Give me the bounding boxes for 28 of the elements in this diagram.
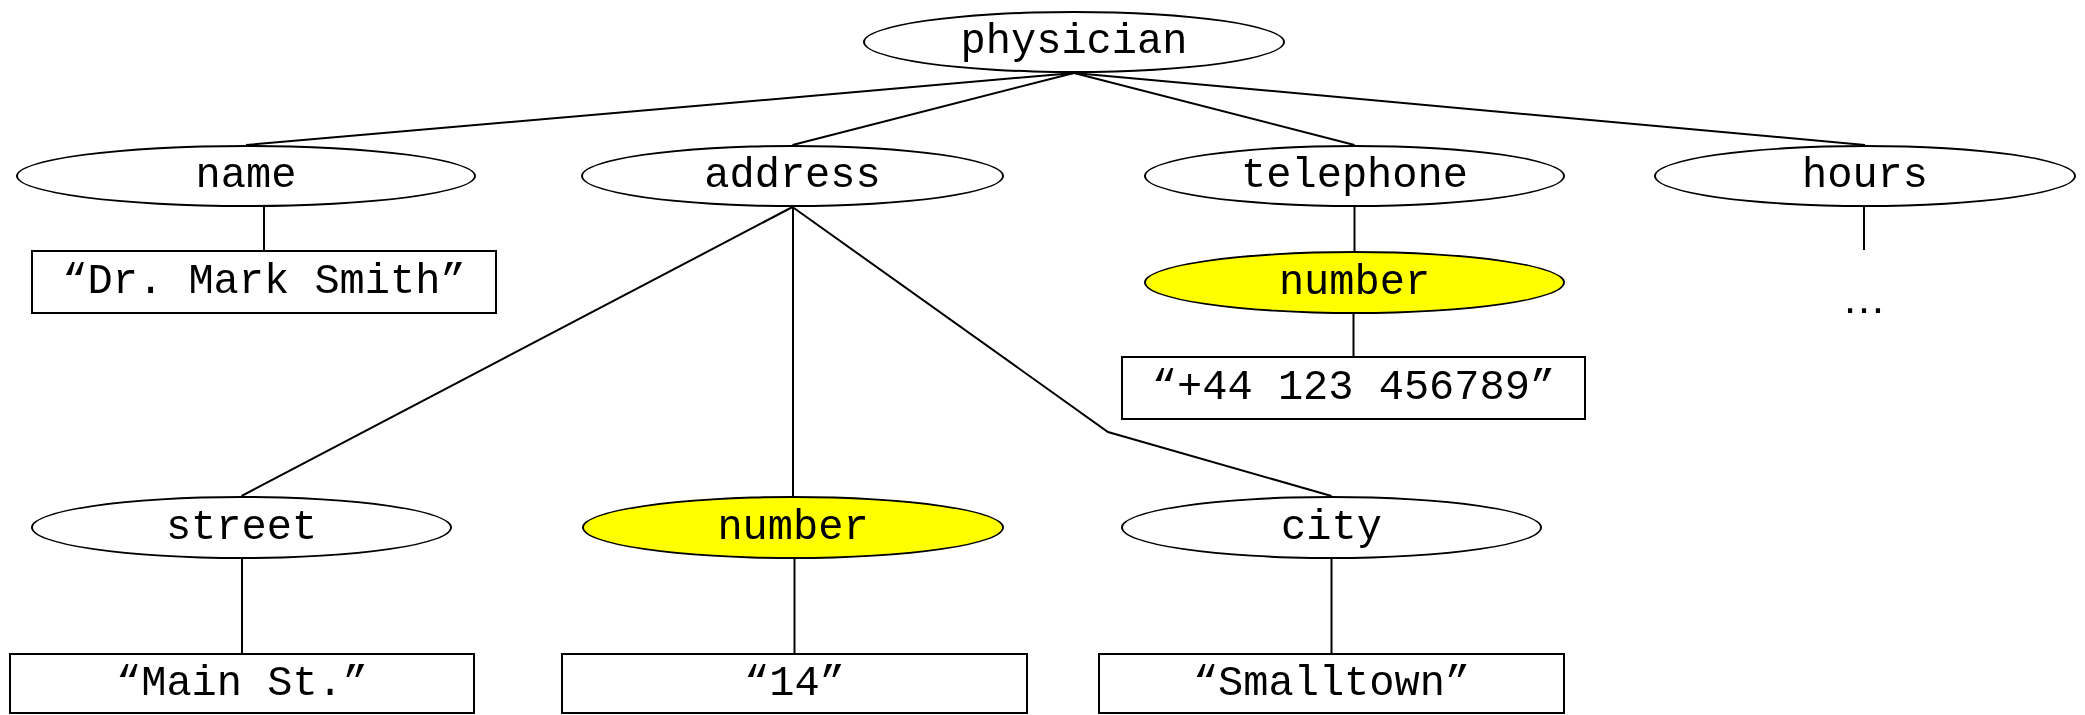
connector-line: [240, 206, 794, 497]
ellipse-node: city: [1121, 496, 1542, 559]
connector-line: [1863, 206, 1865, 251]
connector-line: [793, 558, 796, 654]
connector-line: [1352, 313, 1355, 357]
connector-line: [1073, 72, 1866, 146]
connector-line: [791, 206, 1333, 497]
connector-line: [1073, 72, 1356, 146]
ellipse-node: name: [16, 145, 476, 207]
ellipse-node: street: [31, 496, 452, 559]
value-box: “Main St.”: [9, 653, 475, 714]
value-box: “Dr. Mark Smith”: [31, 250, 497, 314]
ellipse-node: hours: [1654, 145, 2076, 207]
ellipse-node: number: [582, 496, 1004, 559]
ellipsis-text: …: [1844, 250, 1884, 320]
ellipse-node: address: [581, 145, 1004, 207]
value-box: “+44 123 456789”: [1121, 356, 1586, 420]
ellipse-node: number: [1144, 251, 1565, 314]
connector-line: [1353, 206, 1356, 252]
ellipse-node: physician: [863, 11, 1285, 73]
connector-line: [263, 206, 265, 251]
connector-line: [241, 558, 243, 654]
value-box: “14”: [561, 653, 1028, 714]
ellipse-node: telephone: [1144, 145, 1565, 207]
connector-line: [791, 72, 1075, 146]
value-box: “Smalltown”: [1098, 653, 1565, 714]
connector-line: [792, 206, 794, 497]
connector-line: [1330, 558, 1333, 654]
